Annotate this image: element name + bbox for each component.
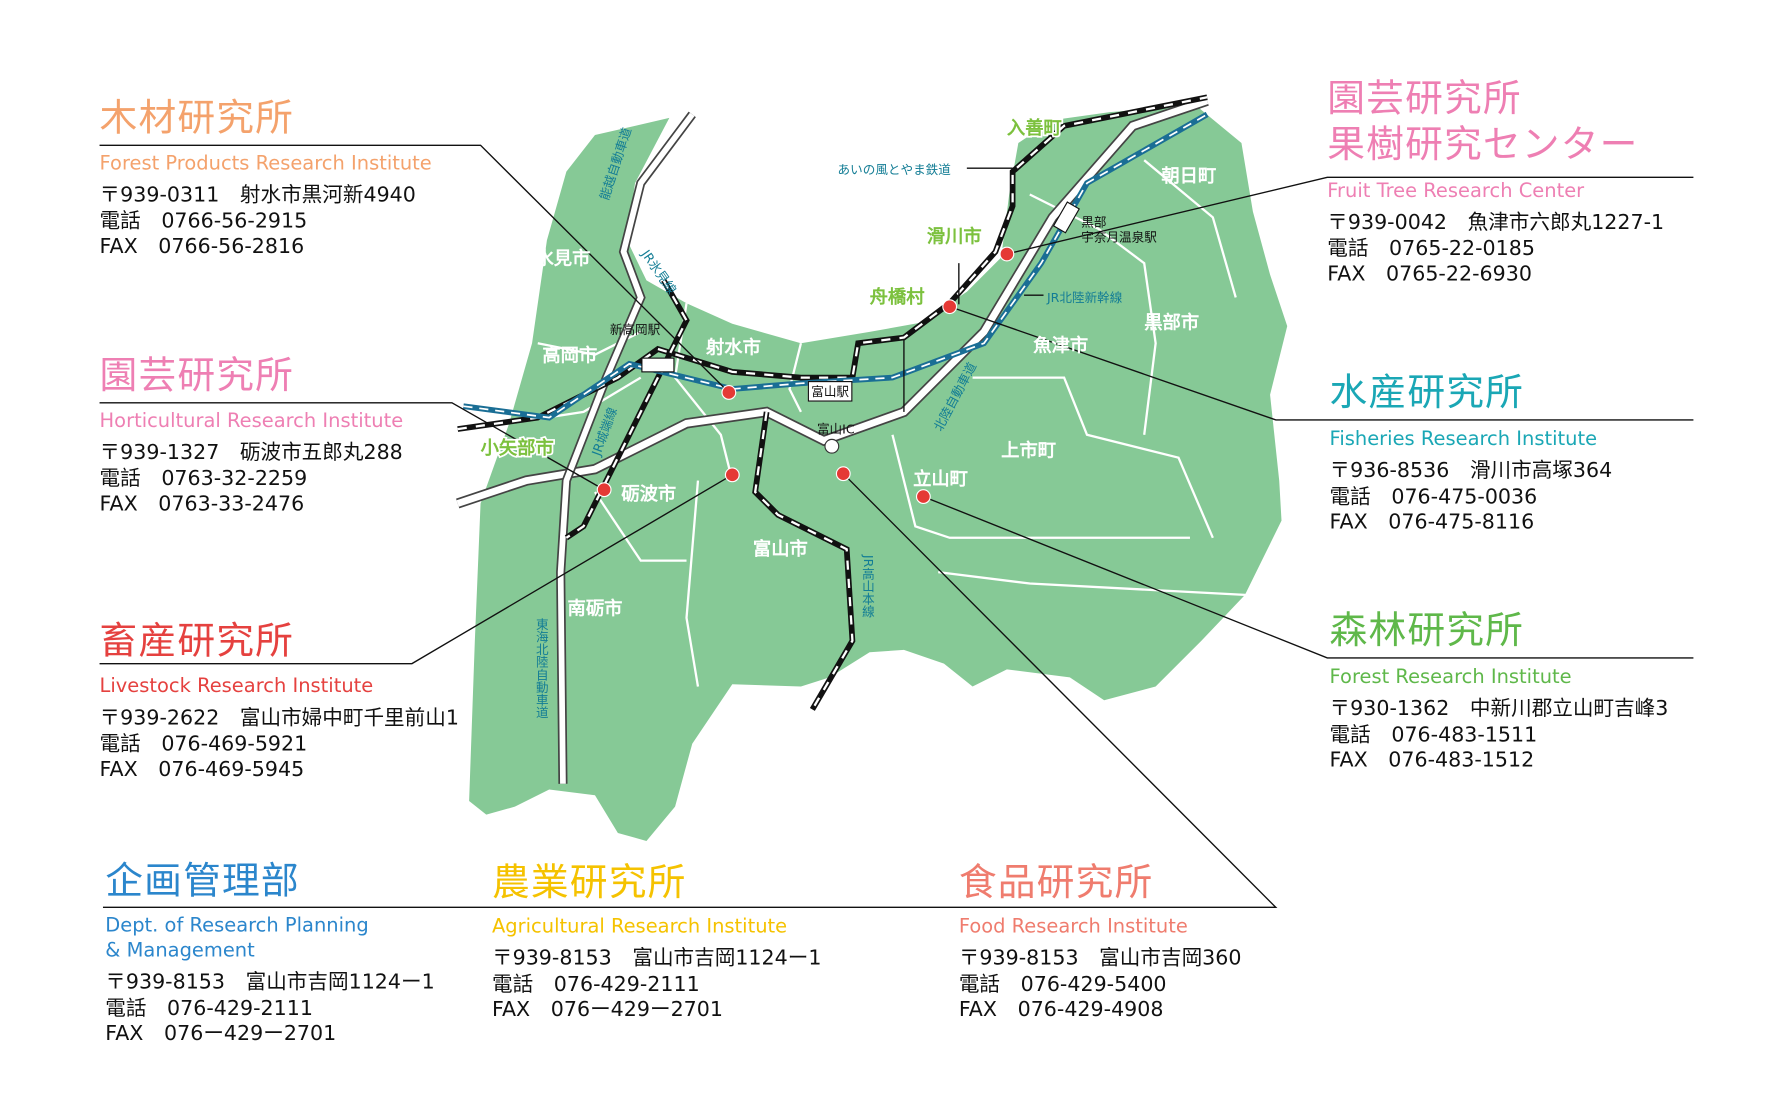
institute-fisheries: 水産研究所 Fisheries Research Institute 〒936-… [1330, 370, 1613, 536]
institute-title: 食品研究所 [958, 859, 1154, 904]
city-label: 入善町 [1005, 115, 1063, 140]
address: 〒939-1327 砺波市五郎丸288 [99, 440, 403, 465]
city-label: 砺波市 [621, 482, 677, 505]
toyama-prefecture-shape [469, 105, 1288, 841]
institute-title: 畜産研究所 [99, 617, 295, 663]
institute-name-en: Agricultural Research Institute [492, 915, 788, 939]
institute-name-en-2: & Management [105, 939, 255, 963]
phone: 電話 0766-56-2915 [99, 208, 308, 233]
toyama-ic-marker [824, 438, 840, 454]
pin-agri-food-planning [835, 466, 851, 482]
institute-title: 水産研究所 [1329, 369, 1525, 415]
phone: 電話 0765-22-0185 [1327, 236, 1535, 261]
railways [457, 94, 1209, 711]
city-label: 朝日町 [1161, 164, 1217, 187]
address: 〒939-0042 魚津市六郎丸1227-1 [1327, 210, 1665, 235]
fax: FAX 076ー429ー2701 [105, 1021, 337, 1046]
pin-livestock [724, 467, 740, 483]
institute-livestock: 畜産研究所 Livestock Research Institute 〒939-… [100, 618, 459, 783]
institute-name-en: Fisheries Research Institute [1329, 427, 1598, 451]
institute-name-en: Fruit Tree Research Center [1327, 179, 1585, 203]
institute-name-en: Livestock Research Institute [99, 675, 374, 698]
institute-title: 園芸研究所 [1327, 75, 1522, 121]
city-label: 富山市 [752, 537, 808, 560]
pin-fisheries [942, 299, 958, 315]
institute-title: 企画管理部 [105, 858, 300, 903]
phone: 電話 076-429-5400 [958, 971, 1167, 997]
kurobe-station-marker [1052, 201, 1080, 234]
line-label: JR北陸新幹線 [1046, 290, 1123, 306]
phone: 電話 076-469-5921 [99, 731, 308, 756]
fax: FAX 076-483-1512 [1329, 748, 1535, 773]
institute-fruit-tree: 園芸研究所 果樹研究センター Fruit Tree Research Cente… [1327, 76, 1664, 288]
fax: FAX 0766-56-2816 [99, 234, 305, 259]
pin-fruit-tree [999, 246, 1015, 262]
institute-title: 木材研究所 [99, 94, 295, 140]
city-label: 黒部市 [1144, 311, 1200, 333]
institute-name-en: Forest Products Research Institute [99, 152, 432, 176]
city-label: 舟橋村 [868, 284, 926, 309]
institute-name-en: Dept. of Research Planning [105, 914, 369, 938]
phone: 電話 076-429-2111 [105, 996, 313, 1021]
institute-name-en: Horticultural Research Institute [99, 409, 404, 433]
institute-pins [596, 246, 1015, 505]
fax: FAX 076ー429ー2701 [492, 997, 723, 1022]
fax: FAX 0763-33-2476 [99, 492, 305, 517]
fax: FAX 076-429-4908 [958, 997, 1164, 1022]
institute-title: 園芸研究所 [99, 352, 295, 398]
institute-title-2: 果樹研究センター [1327, 121, 1639, 166]
station-label: 富山駅 [807, 381, 853, 402]
address: 〒939-0311 射水市黒河新4940 [99, 183, 416, 208]
institute-title: 森林研究所 [1329, 607, 1525, 653]
station-label: 新高岡駅 [609, 322, 661, 338]
address: 〒939-8153 富山市吉岡1124ー1 [492, 946, 822, 971]
institute-agricultural: 農業研究所 Agricultural Research Institute 〒9… [492, 859, 821, 1023]
fax: FAX 076-469-5945 [99, 757, 305, 782]
pin-forest-products [721, 385, 737, 400]
address: 〒930-1362 中新川郡立山町吉峰3 [1329, 696, 1669, 721]
phone: 電話 0763-32-2259 [99, 466, 308, 491]
phone: 電話 076-429-2111 [492, 971, 700, 997]
city-label: 上市町 [1001, 439, 1057, 462]
institute-forest-products: 木材研究所 Forest Products Research Institute… [100, 95, 432, 260]
line-label: 東海北陸自動車道 [534, 617, 550, 719]
expressways [456, 95, 1209, 784]
address: 〒936-8536 滑川市高塚364 [1329, 458, 1613, 483]
fax: FAX 076-475-8116 [1329, 510, 1535, 535]
station-label: 黒部 [1081, 215, 1107, 230]
phone: 電話 076-475-0036 [1329, 484, 1538, 509]
city-label: 南砺市 [567, 597, 623, 620]
institute-name-en: Food Research Institute [958, 915, 1188, 939]
institute-forest: 森林研究所 Forest Research Institute 〒930-136… [1330, 608, 1669, 774]
city-label: 小矢部市 [479, 435, 556, 460]
line-label: JR高山本線 [860, 554, 876, 618]
pin-horticultural [596, 482, 612, 498]
fax: FAX 0765-22-6930 [1327, 262, 1532, 287]
leader-lines [99, 144, 1694, 909]
line-label: あいの風とやま鉄道 [837, 162, 951, 178]
address: 〒939-2622 富山市婦中町千里前山1 [99, 705, 459, 730]
address: 〒939-8153 富山市吉岡360 [958, 946, 1242, 971]
institute-name-en: Forest Research Institute [1329, 665, 1572, 689]
city-label: 高岡市 [542, 344, 598, 367]
institute-food: 食品研究所 Food Research Institute 〒939-8153 … [959, 859, 1242, 1023]
dept-research-planning: 企画管理部 Dept. of Research Planning & Manag… [105, 858, 434, 1047]
city-label: 立山町 [913, 467, 969, 490]
city-label: 射水市 [705, 336, 761, 359]
address: 〒939-8153 富山市吉岡1124ー1 [105, 970, 435, 995]
pin-forest [915, 489, 931, 505]
institute-title: 農業研究所 [492, 859, 687, 904]
city-label: 氷見市 [535, 247, 591, 269]
municipal-borders [508, 159, 1248, 687]
institute-horticultural: 園芸研究所 Horticultural Research Institute 〒… [100, 352, 404, 517]
station-label: 宇奈月温泉駅 [1081, 229, 1157, 245]
shintakaoka-station-marker [641, 357, 675, 373]
phone: 電話 076-483-1511 [1329, 722, 1538, 747]
city-label: 滑川市 [925, 224, 983, 249]
city-label: 魚津市 [1033, 334, 1089, 356]
station-label: 富山IC [816, 422, 855, 438]
